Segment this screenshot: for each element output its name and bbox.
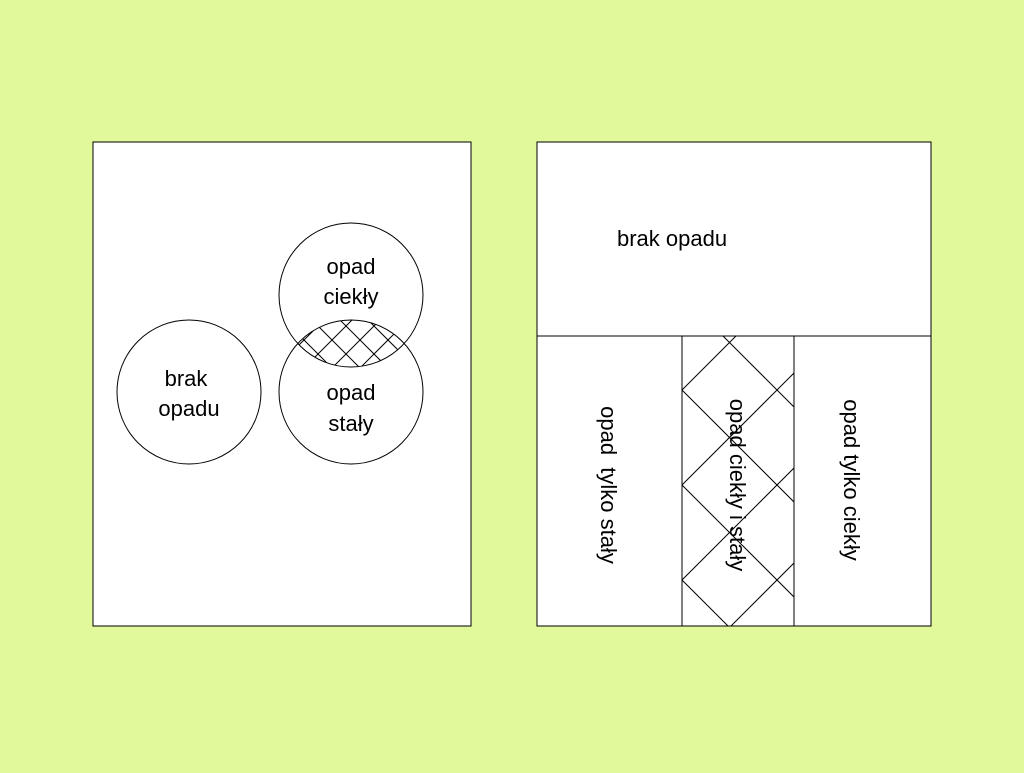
liquid-circle bbox=[278, 222, 424, 368]
partition-panel: brak opadu opad tylko stały opad ciekły … bbox=[536, 141, 932, 768]
solid-label-line1: opad bbox=[327, 380, 376, 405]
hatch-line bbox=[279, 320, 345, 367]
liquid-label-line1: opad bbox=[327, 254, 376, 279]
hatch-line bbox=[722, 336, 794, 408]
hatch-line bbox=[682, 467, 794, 581]
no-precip-label: brak opadu bbox=[617, 226, 727, 251]
hatch-line bbox=[682, 579, 729, 626]
no-precip-label-line2: opadu bbox=[158, 396, 219, 421]
both-strip-hatch bbox=[682, 336, 794, 768]
hatch-line bbox=[730, 562, 794, 626]
solid-circle bbox=[278, 319, 424, 465]
hatch-line bbox=[682, 336, 737, 391]
no-precip-circle bbox=[116, 319, 262, 465]
liquid-only-label: opad tylko ciekły bbox=[839, 399, 864, 560]
venn-panel-frame bbox=[92, 141, 472, 627]
venn-panel: brak opadu opad ciekły opad stały bbox=[92, 141, 472, 627]
solid-label-line2: stały bbox=[328, 411, 373, 436]
hatch-line bbox=[682, 675, 794, 768]
hatch-line bbox=[682, 484, 794, 598]
no-precip-label-line1: brak bbox=[165, 366, 209, 391]
solid-only-label: opad tylko stały bbox=[596, 406, 621, 564]
both-label: opad ciekły i stały bbox=[725, 399, 750, 571]
liquid-label-line2: ciekły bbox=[323, 284, 378, 309]
partition-panel-frame bbox=[536, 141, 932, 627]
hatch-line bbox=[682, 372, 794, 486]
hatch-line bbox=[682, 389, 794, 503]
